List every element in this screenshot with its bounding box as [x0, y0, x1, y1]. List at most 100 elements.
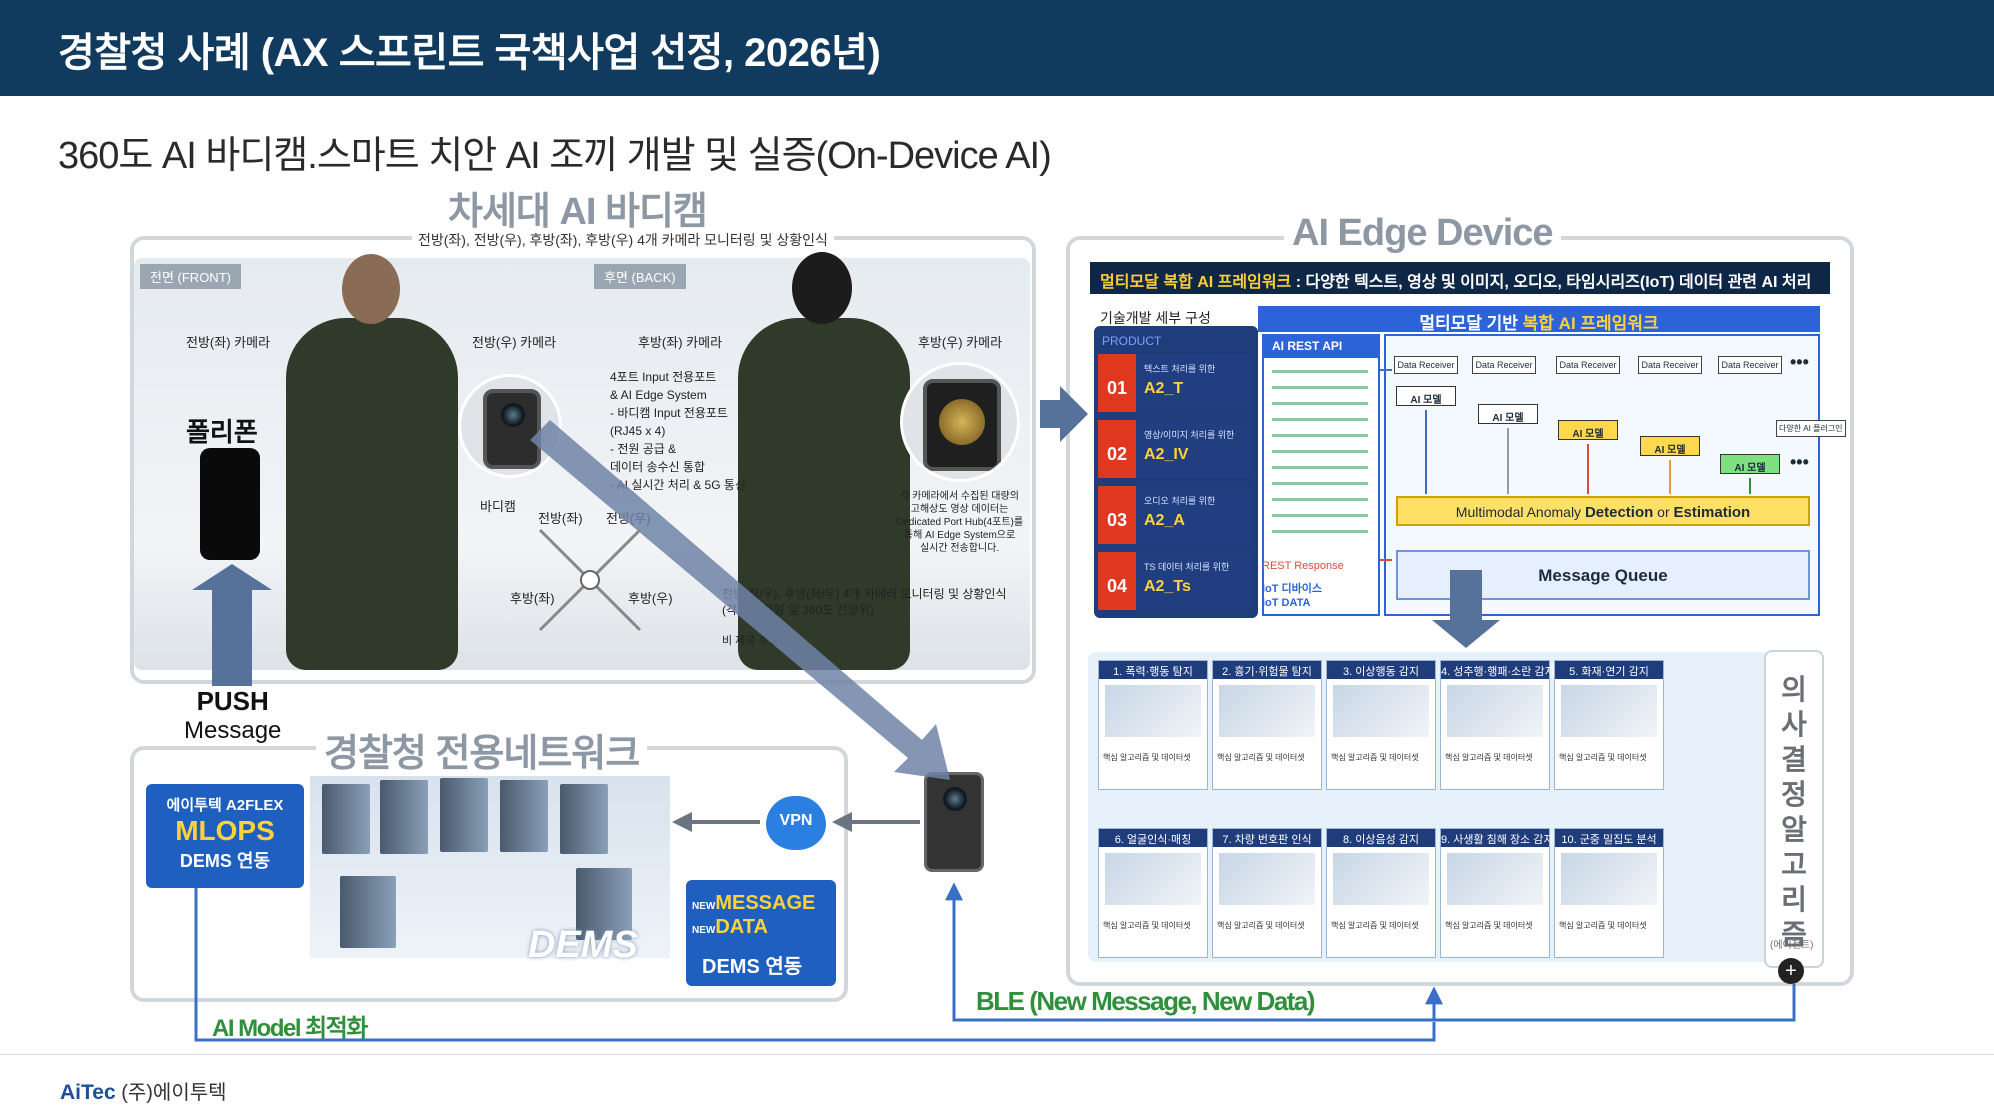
algorithm-thumbnail	[1561, 685, 1657, 737]
api-endpoint-line	[1272, 370, 1368, 373]
algorithm-foot: 핵심 알고리즘 및 데이터셋	[1445, 921, 1533, 930]
algorithm-foot: 핵심 알고리즘 및 데이터셋	[1103, 753, 1191, 762]
algorithm-thumbnail	[1561, 853, 1657, 905]
dir-front-right: 전방(우)	[606, 511, 651, 526]
server-rack	[500, 780, 548, 852]
algorithm-title: 6. 얼굴인식·매칭	[1099, 829, 1207, 847]
algorithm-foot: 핵심 알고리즘 및 데이터셋	[1217, 921, 1305, 930]
bodycam-small-lens	[943, 787, 967, 811]
api-endpoint-line	[1272, 498, 1368, 501]
police-network-title: 경찰청 전용네트워크	[316, 722, 648, 777]
ai-plugin-note: 다양한 AI 플러그인	[1776, 420, 1846, 437]
algorithm-title: 5. 화재·연기 감지	[1555, 661, 1663, 679]
dir-front-left: 전방(좌)	[538, 511, 583, 526]
port-spec-list: 4포트 Input 전용포트 & AI Edge System - 바디캠 In…	[610, 370, 746, 492]
data-receiver-4: Data Receiver	[1638, 356, 1702, 374]
more-receivers: •••	[1790, 352, 1809, 372]
hub-note: 각 카메라에서 수집된 대량의 고해상도 영상 데이터는 Dedicated P…	[896, 491, 1024, 554]
bodycam-panel-title: 차세대 AI 바디캠	[440, 180, 715, 235]
decision-algorithm-text: 의사결정 알고리즘	[1781, 674, 1807, 950]
api-endpoint-line	[1272, 514, 1368, 517]
algorithm-foot: 핵심 알고리즘 및 데이터셋	[1445, 753, 1533, 762]
server-rack	[560, 784, 608, 854]
polyphone-device	[200, 448, 260, 560]
algorithm-title: 9. 사생활 침해 장소 감지	[1441, 829, 1553, 847]
api-endpoint-line	[1272, 466, 1368, 469]
data-receiver-1: Data Receiver	[1394, 356, 1458, 374]
algorithm-title: 3. 이상행동 감지	[1327, 661, 1435, 679]
plus-icon[interactable]: +	[1778, 958, 1804, 984]
product-card-04: 04 TS 데이터 처리를 위한 A2_Ts	[1098, 552, 1254, 610]
ai-rest-api-head: AI REST API	[1264, 336, 1378, 358]
algorithm-title: 10. 군중 밀집도 분석	[1555, 829, 1663, 847]
more-ai-models: •••	[1790, 452, 1809, 472]
back-right-camera-label: 후방(우) 카메라	[918, 335, 1003, 350]
new-message-data-box: NEWMESSAGE NEWDATA DEMS 연동	[686, 880, 836, 986]
algorithm-thumbnail	[1333, 685, 1429, 737]
front-left-camera-label: 전방(좌) 카메라	[186, 335, 271, 350]
anomaly-detection-bar: Multimodal Anomaly Detection or Estimati…	[1396, 496, 1810, 526]
dir-back-left: 후방(좌)	[510, 591, 555, 606]
data-receiver-3: Data Receiver	[1556, 356, 1620, 374]
front-right-camera-label: 전방(우) 카메라	[472, 335, 557, 350]
ai-model-optimize-label: AI Model 최적화	[212, 1015, 368, 1042]
header-bar: 경찰청 사례 (AX 스프린트 국책사업 선정, 2026년)	[0, 0, 1994, 96]
officer-front-head	[342, 254, 400, 324]
ai-rest-api-panel: AI REST API	[1262, 334, 1380, 616]
footer-logo: AiTec (주)에이투텍	[60, 1081, 227, 1104]
algorithm-title: 1. 폭력·행동 탐지	[1099, 661, 1207, 679]
back-left-camera-label: 후방(좌) 카메라	[638, 335, 723, 350]
api-endpoint-line	[1272, 450, 1368, 453]
page-title: 경찰청 사례 (AX 스프린트 국책사업 선정, 2026년)	[58, 31, 881, 75]
bodycam-device-front	[483, 389, 541, 469]
bodycam-label: 바디캠	[480, 499, 516, 514]
algorithm-foot: 핵심 알고리즘 및 데이터셋	[1217, 753, 1305, 762]
decision-algorithm-column: 의사결정 알고리즘 (에이전트)	[1764, 650, 1824, 968]
server-rack	[340, 876, 396, 948]
algorithm-title: 8. 이상음성 감지	[1327, 829, 1435, 847]
algorithm-foot: 핵심 알고리즘 및 데이터셋	[1331, 753, 1419, 762]
algorithm-foot: 핵심 알고리즘 및 데이터셋	[1559, 921, 1647, 930]
push-message-label: PUSH Message	[184, 686, 282, 744]
server-rack	[380, 780, 428, 854]
product-head: PRODUCT	[1102, 334, 1162, 348]
ai-model-4: AI 모델	[1640, 436, 1700, 456]
algorithm-thumbnail	[1105, 685, 1201, 737]
ai-model-3: AI 모델	[1558, 420, 1618, 440]
back-view-tag: 후면 (BACK)	[594, 264, 686, 289]
api-endpoint-line	[1272, 418, 1368, 421]
monitor-note: 전방(좌/우), 후방(좌/우) 4개 카메라 모니터링 및 상황인식 (각도 …	[722, 587, 1007, 617]
ai-model-1: AI 모델	[1396, 386, 1456, 406]
product-card-01: 01 텍스트 처리를 위한 A2_T	[1098, 354, 1254, 412]
bodycam-panel-sub: 전방(좌), 전방(우), 후방(좌), 후방(우) 4개 카메라 모니터링 및…	[412, 230, 834, 250]
algorithm-foot: 핵심 알고리즘 및 데이터셋	[1331, 921, 1419, 930]
algorithm-thumbnail	[1447, 685, 1543, 737]
polyphone-label: 폴리폰	[186, 417, 258, 447]
data-receiver-5: Data Receiver	[1718, 356, 1782, 374]
api-endpoint-line	[1272, 482, 1368, 485]
api-endpoint-line	[1272, 434, 1368, 437]
server-rack	[322, 784, 370, 854]
ai-model-2: AI 모델	[1478, 404, 1538, 424]
server-rack	[440, 778, 488, 852]
product-column: PRODUCT 01 텍스트 처리를 위한 A2_T 02 영상/이미지 처리를…	[1094, 326, 1258, 618]
decision-agent-label: (에이전트)	[1770, 940, 1814, 951]
dems-label: DEMS	[528, 924, 638, 966]
ble-flow-label: BLE (New Message, New Data)	[976, 986, 1316, 1016]
edge-device-title: AI Edge Device	[1284, 212, 1561, 255]
framework-header: 멀티모달 기반 복합 AI 프레임워크	[1258, 306, 1820, 333]
footer-divider	[0, 1054, 1994, 1055]
front-view-tag: 전면 (FRONT)	[140, 264, 241, 289]
api-endpoint-line	[1272, 402, 1368, 405]
product-card-02: 02 영상/이미지 처리를 위한 A2_IV	[1098, 420, 1254, 478]
dir-back-right: 후방(우)	[628, 591, 673, 606]
officer-back-head	[792, 252, 852, 324]
